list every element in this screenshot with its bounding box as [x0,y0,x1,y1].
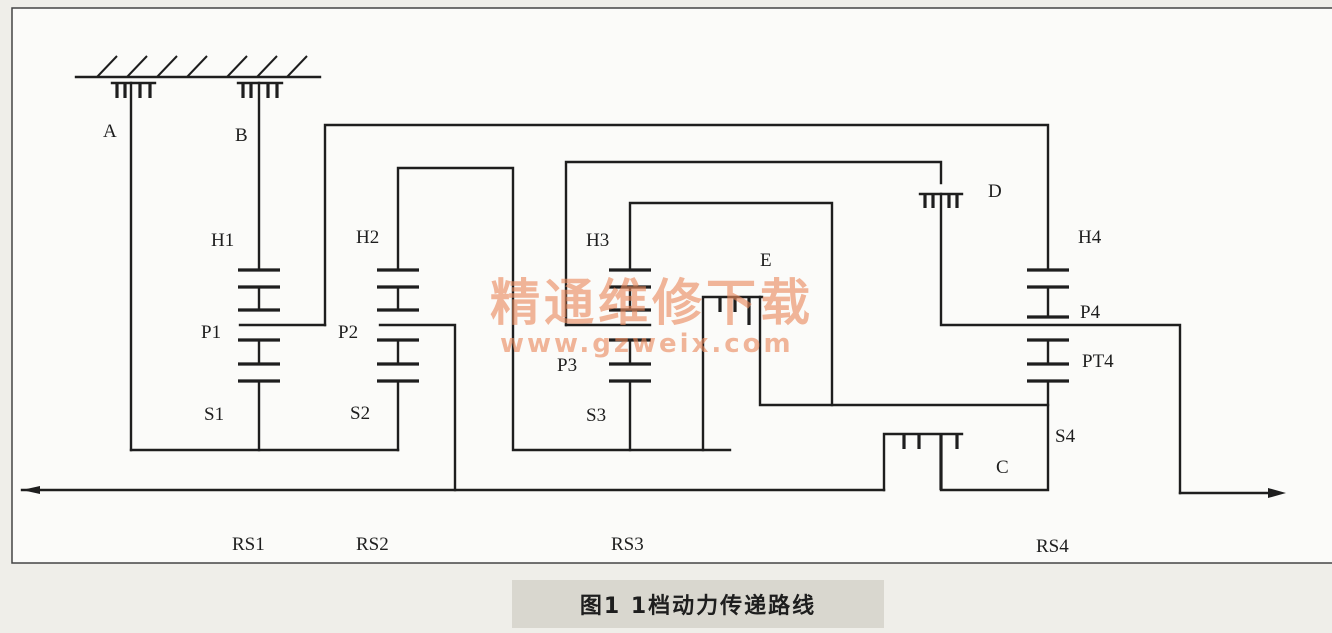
planetary-set-rs3 [564,160,943,452]
label-p2: P2 [338,322,358,343]
label-h4: H4 [1078,227,1102,248]
label-p3: P3 [557,355,577,376]
label-p1: P1 [201,322,221,343]
planetary-set-rs2 [377,166,732,492]
brake-b [236,81,284,272]
label-s4: S4 [1055,426,1076,447]
label-p4: P4 [1080,302,1101,323]
label-b: B [235,125,248,146]
clutch-e [701,295,1050,452]
figure-caption: 图1 1档动力传递路线 [512,580,884,628]
brake-d [918,192,1182,495]
watermark-url: www.gzweix.com [500,329,794,359]
brake-a [110,81,157,452]
label-h3: H3 [586,230,609,251]
label-rs3: RS3 [611,534,644,555]
label-s1: S1 [204,404,224,425]
label-s3: S3 [586,405,606,426]
label-rs2: RS2 [356,534,389,555]
planetary-set-rs1 [238,268,327,452]
label-rs4: RS4 [1036,536,1069,557]
watermark-title: 精通维修下载 [490,274,814,332]
planetary-set-rs4 [939,268,1069,492]
label-c: C [996,457,1009,478]
label-h2: H2 [356,227,379,248]
diagram-frame [11,7,1332,564]
label-d: D [988,181,1002,202]
label-pt4: PT4 [1082,351,1114,372]
label-rs1: RS1 [232,534,265,555]
label-e: E [760,250,772,271]
carrier-p1-link [323,123,1050,327]
clutch-c [882,432,964,492]
label-a: A [103,121,117,142]
input-shaft [20,486,886,494]
label-h1: H1 [211,230,234,251]
label-s2: S2 [350,403,370,424]
output-shaft [1178,488,1286,498]
housing-ground [74,55,322,79]
